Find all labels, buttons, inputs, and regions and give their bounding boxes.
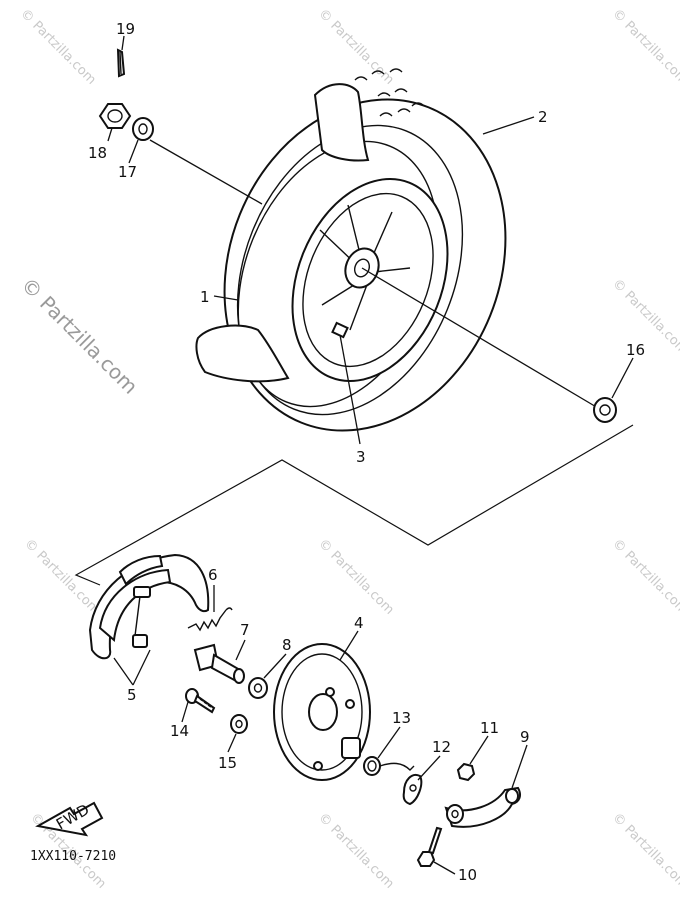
callout-12: 12	[432, 738, 451, 756]
callout-8: 8	[282, 636, 292, 654]
washer	[248, 677, 268, 699]
brake-spring	[187, 607, 233, 632]
callout-3: 3	[356, 448, 366, 466]
wear-indicator	[402, 774, 423, 806]
callout-6: 6	[208, 566, 218, 584]
axle-line	[149, 139, 263, 205]
bolt	[185, 688, 216, 714]
axle-line	[361, 267, 599, 409]
watermark: © Partzilla.com	[17, 6, 99, 88]
axle-nut	[98, 103, 132, 129]
watermark: © Partzilla.com	[21, 536, 103, 618]
return-spring	[363, 756, 415, 776]
callout-7: 7	[240, 621, 250, 639]
watermark: © Partzilla.com	[609, 810, 680, 892]
watermark: © Partzilla.com	[315, 536, 397, 618]
cam-lever	[444, 786, 521, 828]
callout-13: 13	[392, 709, 411, 727]
watermark: © Partzilla.com	[609, 536, 680, 618]
callout-4: 4	[354, 614, 364, 632]
forward-arrow-icon: FWD	[35, 800, 104, 837]
assembly-line	[74, 424, 634, 586]
callout-14: 14	[170, 722, 189, 740]
brake-camshaft	[193, 643, 245, 684]
watermark: © Partzilla.com	[609, 6, 680, 88]
callout-19: 19	[116, 20, 135, 38]
callout-5: 5	[127, 686, 137, 704]
callout-9: 9	[520, 728, 530, 746]
bolt	[416, 826, 443, 867]
callout-1: 1	[200, 288, 210, 306]
washer	[230, 714, 248, 734]
nut	[456, 762, 476, 782]
leader-lines	[107, 35, 634, 875]
cotter-pin	[116, 48, 126, 78]
callout-10: 10	[458, 866, 477, 884]
callout-16: 16	[626, 341, 645, 359]
brake-shoes	[88, 553, 210, 660]
callout-17: 17	[118, 163, 137, 181]
watermark: © Partzilla.com	[315, 810, 397, 892]
watermark: © Partzilla.com	[315, 6, 397, 88]
wheel-rim	[291, 177, 449, 383]
callout-15: 15	[218, 754, 237, 772]
watermark-main: © Partzilla.com	[16, 273, 142, 399]
brake-shoe-plate	[273, 643, 371, 781]
part-code: 1XX110-7210	[30, 849, 116, 864]
callout-18: 18	[88, 144, 107, 162]
collar	[593, 397, 617, 423]
washer	[132, 117, 154, 141]
callout-labels: 19 18 17 2 1 3 16 6 7 8 4 5 14 15 13 12 …	[88, 20, 645, 884]
callout-2: 2	[538, 108, 548, 126]
callout-11: 11	[480, 719, 499, 737]
